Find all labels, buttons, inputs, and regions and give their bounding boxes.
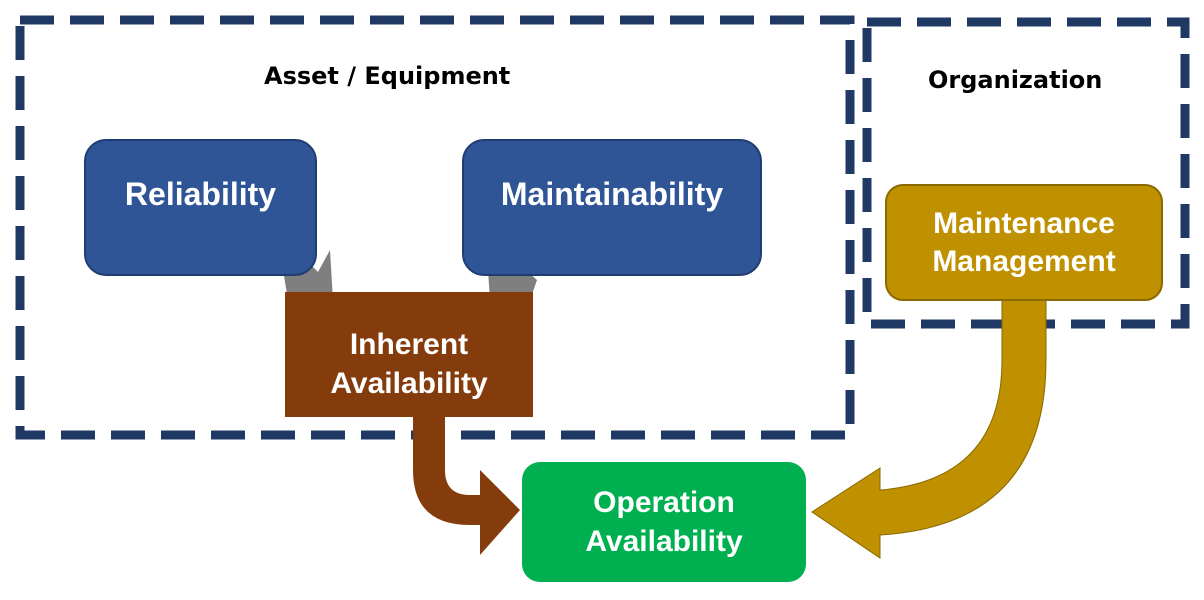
maintenance-to-operation-arrow bbox=[811, 294, 1047, 559]
inherent-line1: Inherent bbox=[349, 327, 469, 361]
operation-line1: Operation bbox=[593, 486, 735, 519]
maintenance-line2: Management bbox=[932, 244, 1116, 278]
operation-line2: Availability bbox=[585, 525, 743, 558]
reliability-node: Reliability bbox=[84, 139, 317, 276]
asset-group-title: Asset / Equipment bbox=[264, 62, 511, 90]
maintenance-management-node: Maintenance Management bbox=[885, 184, 1163, 301]
organization-group-title: Organization bbox=[928, 66, 1103, 94]
inherent-availability-node: Inherent Availability bbox=[285, 292, 533, 417]
maintainability-node: Maintainability bbox=[462, 139, 762, 276]
operation-availability-node: Operation Availability bbox=[522, 462, 806, 582]
maintenance-line1: Maintenance bbox=[933, 207, 1115, 240]
maintainability-label: Maintainability bbox=[500, 176, 724, 212]
inherent-line2: Availability bbox=[330, 366, 488, 400]
reliability-label: Reliability bbox=[124, 176, 277, 212]
inherent-to-operation-arrow bbox=[413, 410, 520, 555]
